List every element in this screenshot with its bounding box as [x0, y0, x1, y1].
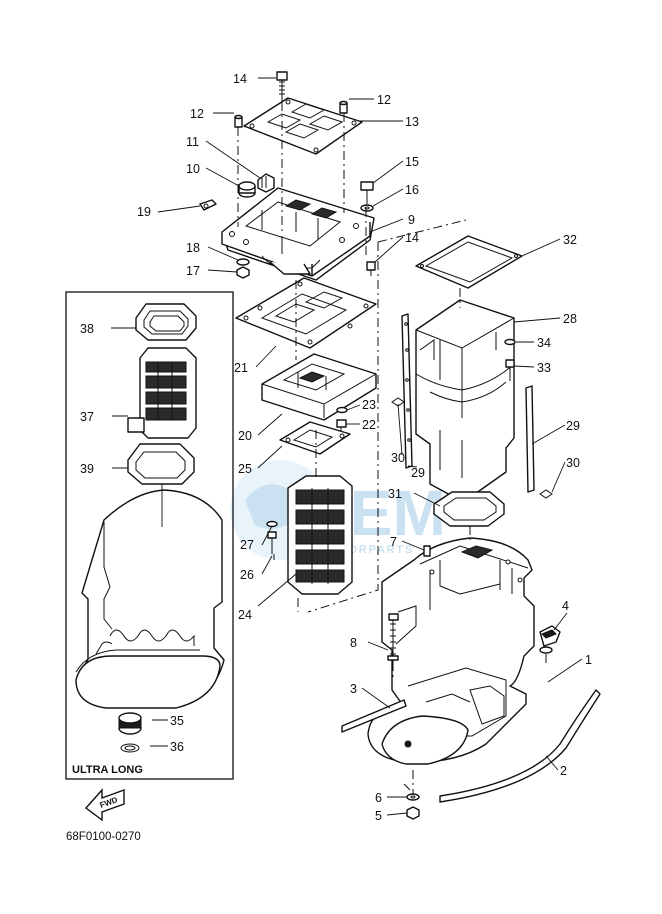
- callout-15: 15: [405, 155, 419, 169]
- callout-3: 3: [350, 682, 357, 696]
- part-16-washer: [360, 204, 374, 212]
- part-20-exhaust-plate: [261, 353, 377, 421]
- callout-16: 16: [405, 183, 419, 197]
- callout-2: 2: [560, 764, 567, 778]
- part-31-seal: [433, 491, 505, 527]
- callout-4: 4: [562, 599, 569, 613]
- part-15-bolt: [360, 181, 374, 204]
- part-33-bolt: [505, 359, 515, 381]
- callout-28: 28: [563, 312, 577, 326]
- callout-25: 25: [238, 462, 252, 476]
- callout-12-right: 12: [377, 93, 391, 107]
- callout-30-left: 30: [391, 451, 405, 465]
- part-18-washer: [236, 258, 250, 266]
- callout-13: 13: [405, 115, 419, 129]
- callout-17: 17: [186, 264, 200, 278]
- part-11-fitting: [257, 173, 275, 193]
- main-upper-casing: [367, 537, 535, 765]
- callout-14-lower: 14: [405, 231, 419, 245]
- part-7-pin: [423, 545, 431, 557]
- callout-18: 18: [186, 241, 200, 255]
- callout-29-left: 29: [411, 466, 425, 480]
- callout-24: 24: [238, 608, 252, 622]
- part-14-bolt-lower: [366, 261, 376, 276]
- alignment-lines: [237, 102, 547, 794]
- part-5-nut: [406, 806, 420, 820]
- callout-35: 35: [170, 714, 184, 728]
- callout-6: 6: [375, 791, 382, 805]
- part-34-washer: [504, 338, 516, 346]
- part-39-seal: [127, 443, 195, 485]
- part-24-exhaust-guide: [287, 475, 353, 595]
- ultra-long-inset: ULTRA LONG: [65, 291, 234, 780]
- part-14-bolt: [276, 71, 288, 102]
- leader-lines: [157, 77, 583, 816]
- part-4-grommet: [539, 625, 561, 654]
- part-30-clip-left: [391, 397, 405, 407]
- part-23-washer: [336, 406, 348, 414]
- part-32-gasket: [415, 235, 523, 289]
- callout-29-right: 29: [566, 419, 580, 433]
- part-29-strip-left: [401, 313, 413, 469]
- callout-23: 23: [362, 398, 376, 412]
- part-38-seal: [135, 303, 197, 341]
- part-6-washer: [406, 793, 420, 801]
- figure-code: 68F0100-0270: [66, 831, 141, 843]
- callout-30-right: 30: [566, 456, 580, 470]
- part-13-gasket: [243, 97, 363, 155]
- callout-21: 21: [234, 361, 248, 375]
- part-9-adapter: [221, 187, 375, 281]
- part-37-exhaust-guide: [127, 347, 197, 439]
- stud-6: [403, 783, 411, 791]
- callout-26: 26: [240, 568, 254, 582]
- callout-37: 37: [80, 410, 94, 424]
- callout-36: 36: [170, 740, 184, 754]
- part-25-gasket: [279, 421, 351, 455]
- part-30-clip-right: [539, 489, 553, 499]
- part-26-bolt: [267, 531, 277, 554]
- callout-numbers: 14 12 12 13 11 10 19 15 16 9 14 18 17 32…: [80, 72, 592, 823]
- callout-22: 22: [362, 418, 376, 432]
- callout-31: 31: [388, 487, 402, 501]
- inset-label: ULTRA LONG: [72, 764, 143, 776]
- callout-27: 27: [240, 538, 254, 552]
- part-27-washer: [266, 520, 278, 528]
- part-21-gasket: [235, 277, 377, 349]
- part-36-clip: [120, 743, 140, 753]
- callout-39: 39: [80, 462, 94, 476]
- callout-10: 10: [186, 162, 200, 176]
- callout-38: 38: [80, 322, 94, 336]
- part-35-grommet: [118, 712, 142, 735]
- callout-11: 11: [186, 135, 199, 149]
- part-8-bolt: [387, 613, 399, 662]
- callout-20: 20: [238, 429, 252, 443]
- ultra-long-casing: [75, 489, 225, 709]
- part-2-strip: [439, 689, 601, 803]
- part-19-fitting: [199, 199, 217, 211]
- callout-1: 1: [585, 653, 592, 667]
- callout-14: 14: [233, 72, 247, 86]
- callout-12: 12: [190, 107, 204, 121]
- callout-33: 33: [537, 361, 551, 375]
- part-17-nut: [236, 266, 250, 279]
- callout-34: 34: [537, 336, 551, 350]
- part-29-strip-right: [525, 385, 535, 493]
- part-22-bolt: [336, 419, 347, 433]
- callout-9: 9: [408, 213, 415, 227]
- callout-5: 5: [375, 809, 382, 823]
- fwd-arrow-icon: FWD: [84, 788, 125, 822]
- part-10-cap: [238, 181, 256, 198]
- callout-32: 32: [563, 233, 577, 247]
- part-12-pins: [234, 100, 348, 128]
- callout-7: 7: [390, 535, 397, 549]
- callout-8: 8: [350, 636, 357, 650]
- callout-19: 19: [137, 205, 151, 219]
- part-28-muffler: [415, 299, 515, 497]
